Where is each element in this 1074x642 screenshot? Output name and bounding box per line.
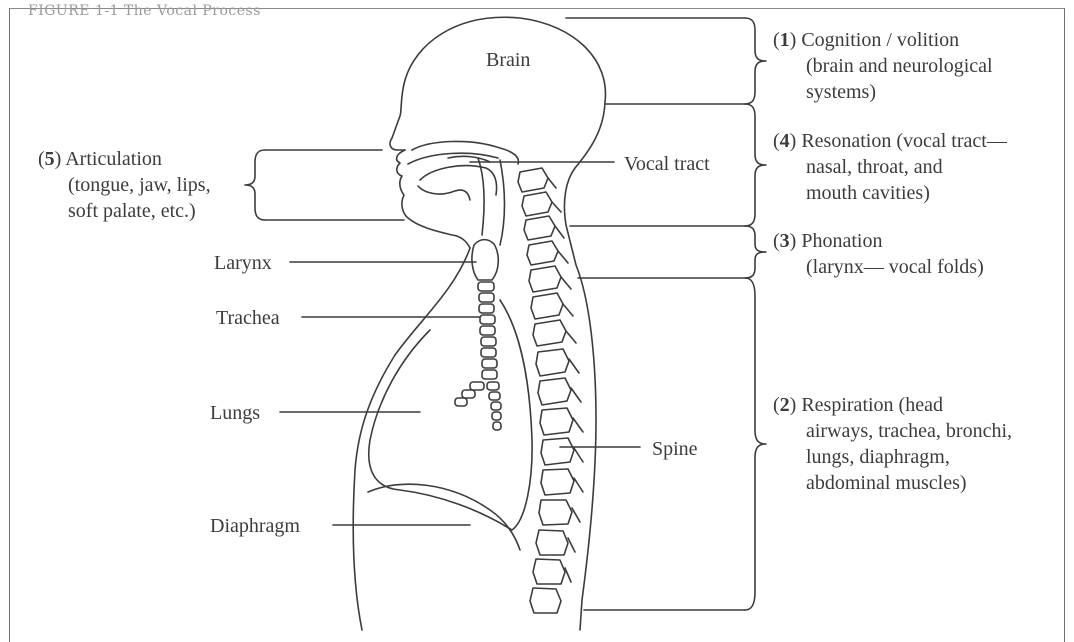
stage-line: systems): [773, 79, 993, 105]
brace-cognition: [745, 18, 766, 104]
stage-line: Phonation: [801, 230, 882, 252]
brace-articulation: [245, 150, 265, 220]
stage-line: mouth cavities): [773, 180, 1007, 206]
head-outline: [390, 17, 605, 150]
lung-outline: [369, 300, 532, 530]
stage-line: nasal, throat, and: [773, 154, 1007, 180]
stage-number: 4: [780, 130, 790, 152]
label-brain: Brain: [486, 47, 530, 73]
stage-line: (brain and neurological: [773, 53, 993, 79]
stage-articulation: (5) Articulation (tongue, jaw, lips, sof…: [38, 146, 211, 224]
stage-line: Articulation: [65, 148, 162, 170]
lower-face: [400, 176, 470, 248]
stage-phonation: (3) Phonation (larynx— vocal folds): [773, 228, 984, 280]
label-vocal-tract: Vocal tract: [624, 151, 710, 177]
stage-line: lungs, diaphragm,: [773, 444, 1012, 470]
stage-line: Resonation (vocal tract—: [801, 130, 1007, 152]
label-larynx: Larynx: [214, 250, 272, 276]
stage-line: (tongue, jaw, lips,: [38, 172, 211, 198]
brace-resonation: [745, 104, 766, 226]
stage-line: soft palate, etc.): [38, 198, 211, 224]
stage-line: airways, trachea, bronchi,: [773, 418, 1012, 444]
back-of-head-neck: [564, 102, 605, 630]
label-spine: Spine: [652, 436, 698, 462]
stage-resonation: (4) Resonation (vocal tract— nasal, thro…: [773, 128, 1007, 206]
label-trachea: Trachea: [216, 305, 280, 331]
nose-upper-lip: [397, 150, 405, 176]
stage-number: 3: [780, 230, 790, 252]
oral-floor: [418, 186, 470, 200]
stage-cognition: (1) Cognition / volition (brain and neur…: [773, 27, 993, 105]
pharynx-back: [500, 160, 505, 245]
larynx-shape: [472, 240, 498, 280]
brace-respiration: [745, 278, 766, 610]
brace-phonation: [745, 226, 766, 278]
stage-number: 2: [780, 394, 790, 416]
pharynx-front: [478, 158, 484, 235]
stage-number: 1: [780, 29, 790, 51]
label-diaphragm: Diaphragm: [210, 513, 300, 539]
stage-respiration: (2) Respiration (head airways, trachea, …: [773, 392, 1012, 496]
diaphragm-curve: [368, 484, 520, 550]
stage-line: Cognition / volition: [801, 29, 959, 51]
nasopharynx: [448, 156, 490, 162]
stage-line: abdominal muscles): [773, 470, 1012, 496]
label-lungs: Lungs: [210, 400, 260, 426]
stage-line: Respiration (head: [801, 394, 943, 416]
stage-number: 5: [45, 148, 55, 170]
stage-line: (larynx— vocal folds): [773, 254, 984, 280]
